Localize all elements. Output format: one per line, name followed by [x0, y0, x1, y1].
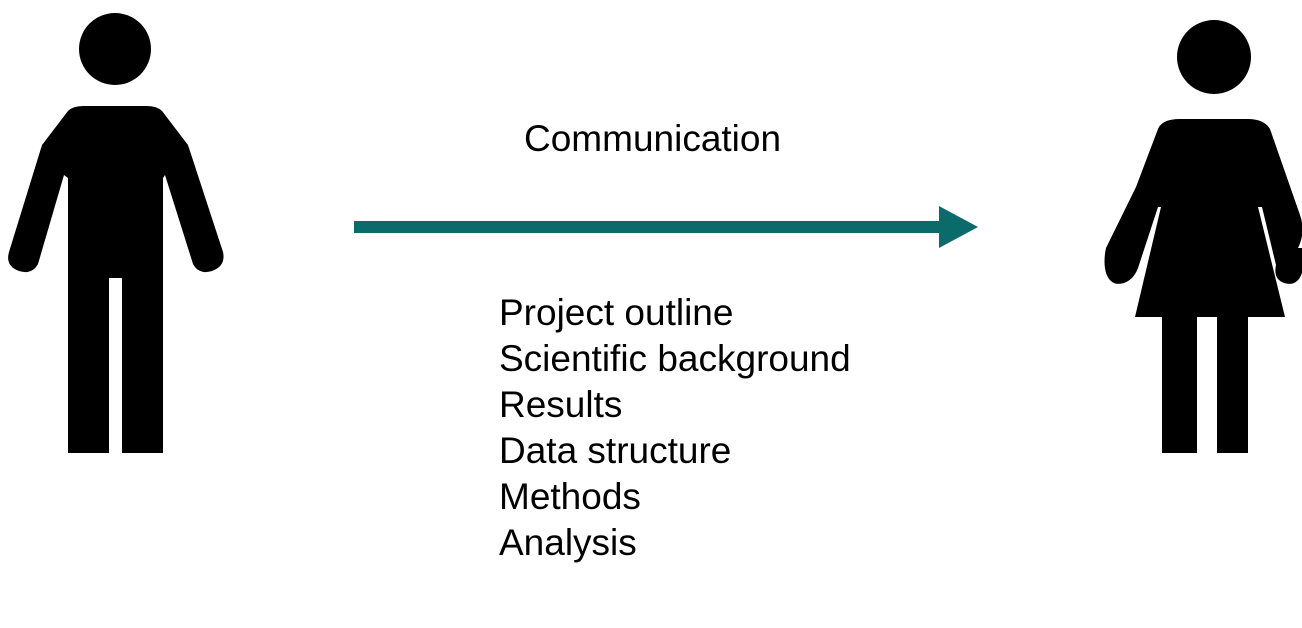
topic-item: Scientific background — [499, 338, 851, 379]
connector-label: Communication — [524, 118, 782, 159]
topic-item: Data structure — [499, 430, 732, 471]
man-icon — [8, 13, 224, 453]
arrow-right-icon — [354, 206, 978, 248]
topic-item: Analysis — [499, 522, 637, 563]
topic-item: Results — [499, 384, 623, 425]
topic-item: Methods — [499, 476, 641, 517]
woman-icon — [1104, 20, 1302, 453]
topic-list: Project outline Scientific background Re… — [499, 290, 851, 566]
topic-item: Project outline — [499, 292, 734, 333]
